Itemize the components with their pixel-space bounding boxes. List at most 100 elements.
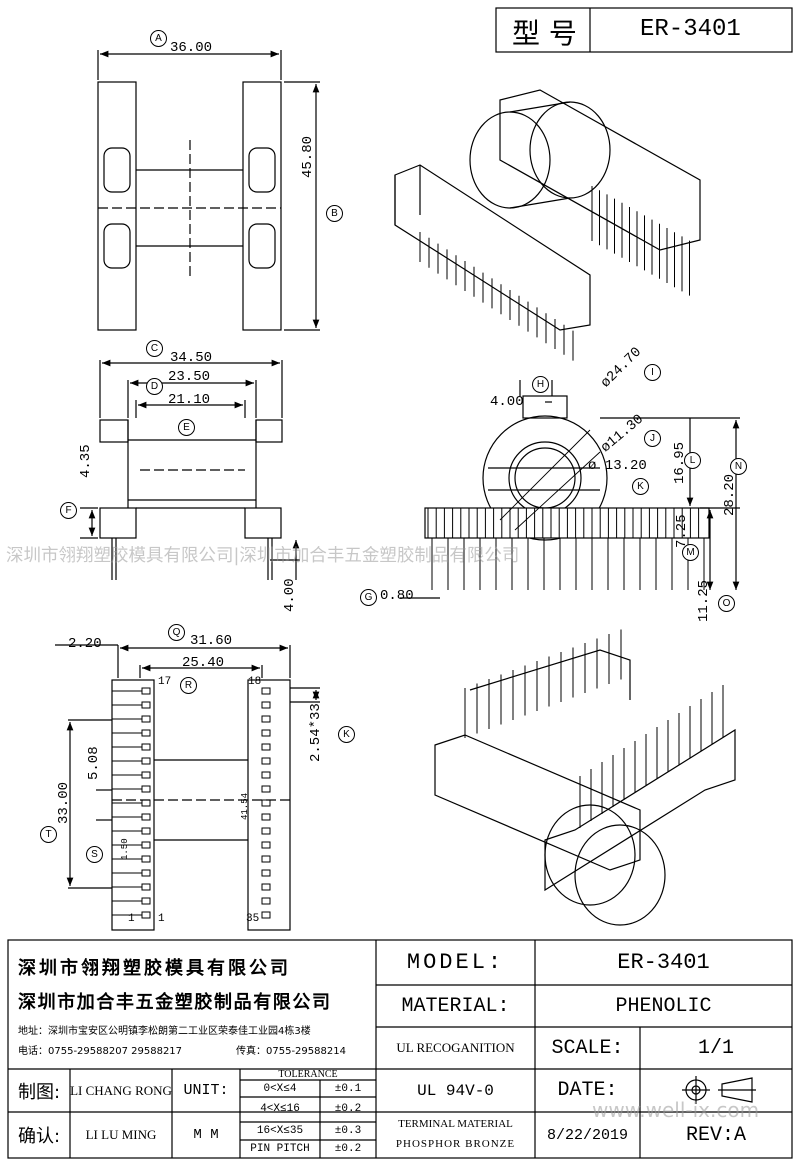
tol-val-3: ±0.3: [334, 1125, 362, 1137]
pin-pad-right: [261, 911, 271, 919]
tb-date-value: 8/22/2019: [546, 1126, 628, 1144]
tol-range-3: 16<X≤35: [256, 1125, 304, 1137]
tb-drawn-name: LI CHANG RONG: [70, 1082, 172, 1098]
pin-pad-left: [141, 883, 151, 891]
callout-b: B: [326, 205, 343, 222]
dim-q-text: 31.60: [190, 633, 233, 649]
header-model-label: 型 号: [512, 17, 577, 50]
title-block-grid: [7, 939, 793, 1159]
callout-d: D: [146, 378, 163, 395]
company-phone: 电话：0755-29588207 29588217: [18, 1046, 183, 1057]
pin-pad-right: [261, 771, 271, 779]
pin-1-right: 1: [158, 913, 165, 925]
callout-g: G: [360, 589, 377, 606]
callout-t: T: [40, 826, 57, 843]
pin-pad-right: [261, 813, 271, 821]
pin-pad-right: [261, 869, 271, 877]
pin-pad-left: [141, 897, 151, 905]
callout-a: A: [150, 30, 167, 47]
pin-pad-right: [261, 841, 271, 849]
tb-drawn-label: 制图:: [17, 1081, 61, 1103]
callout-k-bottom: K: [338, 726, 355, 743]
company-fax: 传真：0755-29588214: [236, 1046, 346, 1057]
pin-pad-right: [261, 855, 271, 863]
side-view: [80, 359, 300, 580]
tb-date-label: DATE:: [557, 1079, 618, 1102]
pin-18: 18: [248, 676, 262, 688]
company-name-1: 深圳市翎翔塑胶模具有限公司: [18, 958, 291, 979]
dim-small2-text: 41.54: [240, 792, 250, 820]
pin-pad-right: [261, 883, 271, 891]
tb-model-value: ER-3401: [617, 950, 710, 975]
tb-rev: REV:A: [685, 1123, 746, 1147]
pin-pad-left: [141, 855, 151, 863]
pin-pad-left: [141, 771, 151, 779]
callout-o: O: [718, 595, 735, 612]
dim-d-text: 23.50: [168, 369, 211, 385]
pin-pad-right: [261, 729, 271, 737]
callout-e: E: [178, 419, 195, 436]
pin-pad-left: [141, 813, 151, 821]
pin-pad-left: [141, 743, 151, 751]
watermark-line: 深圳市翎翔塑胶模具有限公司|深圳市加合丰五金塑胶制品有限公司: [6, 546, 520, 566]
tb-ul-label: UL RECOGANITION: [396, 1040, 515, 1055]
tb-check-name: LI LU MING: [85, 1127, 157, 1142]
callout-k-front: K: [632, 478, 649, 495]
dim-f-text: 4.35: [78, 444, 94, 478]
callout-l: L: [684, 452, 701, 469]
dim-c-text: 34.50: [170, 350, 213, 366]
callout-i: I: [644, 364, 661, 381]
pin-1-left: 1: [128, 913, 135, 925]
tol-val-2: ±0.2: [334, 1103, 362, 1115]
pin-pad-left: [141, 799, 151, 807]
pin-pad-right: [261, 897, 271, 905]
dim-d-inner-text: 21.10: [168, 392, 211, 408]
dim-small1-text: 1.50: [120, 838, 130, 860]
pin-pad-right: [261, 687, 271, 695]
pin-pad-left: [141, 757, 151, 765]
header-model-value: ER-3401: [640, 16, 741, 43]
pin-pad-left: [141, 911, 151, 919]
bottom-view: [55, 644, 320, 931]
projection-symbol: [682, 1076, 756, 1104]
dim-b-text: 45.80: [300, 135, 316, 178]
header-box: [495, 7, 793, 53]
dim-h-text: 4.00: [490, 394, 524, 410]
pin-pad-right: [261, 785, 271, 793]
pin-pad-right: [261, 757, 271, 765]
tb-scale-value: 1/1: [697, 1036, 734, 1060]
dim-n-text: 28.20: [722, 473, 738, 516]
pin-pad-left: [141, 687, 151, 695]
callout-s: S: [86, 846, 103, 863]
dim-r-text: 25.40: [182, 655, 225, 671]
callout-h: H: [532, 376, 549, 393]
tol-val-4: ±0.2: [334, 1143, 362, 1155]
tb-terminal-1: TERMINAL MATERIAL: [398, 1118, 513, 1130]
dim-f-bottom-text: 4.00: [282, 578, 298, 612]
dim-m-text: 7.25: [674, 514, 690, 548]
tol-range-1: 0<X≤4: [263, 1082, 297, 1095]
pin-35: 35: [246, 913, 260, 925]
pin-pad-right: [261, 715, 271, 723]
dim-t-text: 33.00: [56, 781, 72, 824]
tb-unit-value: M M: [193, 1127, 219, 1143]
callout-n: N: [730, 458, 747, 475]
tb-ul-value: UL 94V-0: [417, 1081, 494, 1100]
tb-material-value: PHENOLIC: [615, 994, 712, 1018]
tol-range-4: PIN PITCH: [250, 1143, 310, 1155]
pin-pad-left: [141, 729, 151, 737]
company-address: 地址：深圳市宝安区公明镇李松朗第二工业区荣泰佳工业园4栋3楼: [18, 1026, 311, 1037]
tb-terminal-2: PHOSPHOR BRONZE: [395, 1138, 516, 1150]
pin-pad-right: [261, 827, 271, 835]
tb-check-label: 确认:: [17, 1126, 61, 1147]
dim-a-text: 36.00: [170, 40, 213, 56]
callout-f: F: [60, 502, 77, 519]
dim-k-dia-text: ø 13.20: [588, 458, 647, 474]
tb-model-label: MODEL:: [406, 950, 505, 975]
tb-unit-label: UNIT:: [183, 1082, 229, 1099]
pin-pad-left: [141, 701, 151, 709]
callout-m: M: [682, 544, 699, 561]
dim-k-pitch-text: 2.54*33: [308, 703, 324, 762]
